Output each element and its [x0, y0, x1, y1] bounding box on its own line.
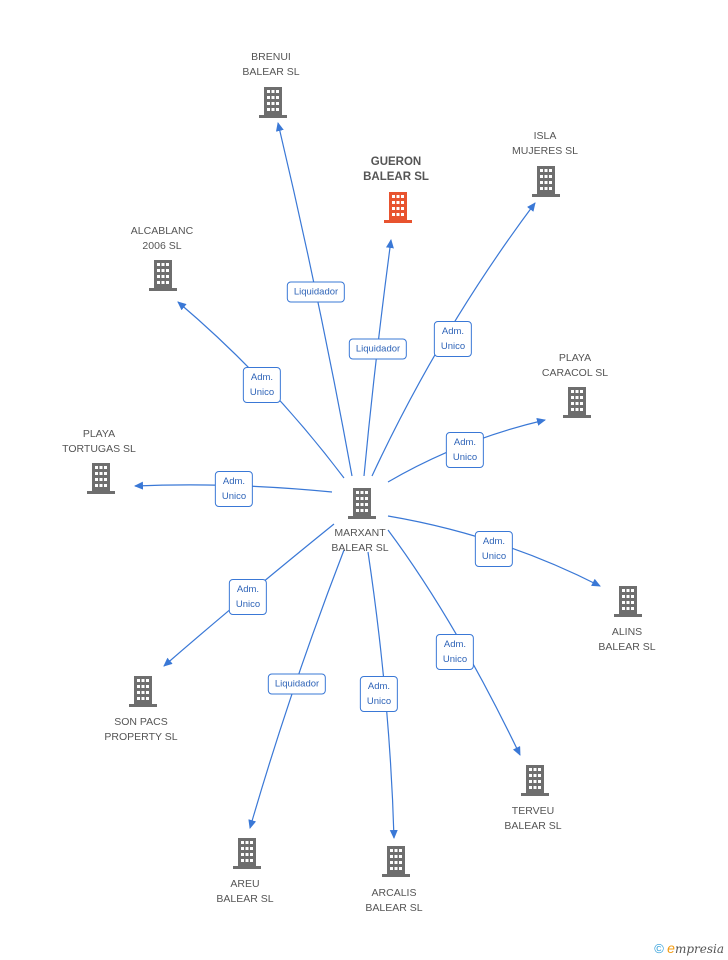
- company-name-line: ARCALIS: [371, 887, 417, 899]
- company-name-line: BALEAR SL: [365, 902, 423, 914]
- company-name-line: BALEAR SL: [504, 820, 562, 832]
- building-icon[interactable]: [614, 586, 642, 617]
- edge-label-gueron[interactable]: Liquidador: [348, 338, 408, 360]
- edge-label-text: Unico: [235, 599, 261, 610]
- building-icon[interactable]: [563, 387, 591, 418]
- company-name-line: PLAYA: [558, 352, 592, 364]
- building-icon[interactable]: [259, 87, 287, 118]
- edge-label-text: Unico: [481, 551, 507, 562]
- company-name-line: ALCABLANC: [130, 225, 194, 237]
- company-name-line: BALEAR SL: [242, 66, 300, 78]
- edge-label-text: Adm.: [250, 372, 274, 383]
- company-name-line: BALEAR SL: [363, 171, 429, 183]
- edge-label-tortugas[interactable]: Adm. Unico: [214, 471, 254, 507]
- building-icon[interactable]: [384, 192, 412, 223]
- company-name-line: BRENUI: [251, 51, 291, 63]
- company-name-line: BALEAR SL: [216, 893, 274, 905]
- building-icon[interactable]: [382, 846, 410, 877]
- edge-label-text: Adm.: [367, 681, 391, 692]
- edge-label-text: Unico: [366, 696, 392, 707]
- company-name-alins[interactable]: ALINS BALEAR SL: [598, 625, 655, 655]
- company-name-line: ALINS: [611, 626, 643, 638]
- company-name-areu[interactable]: AREU BALEAR SL: [216, 877, 273, 907]
- company-name-line: TERVEU: [511, 805, 555, 817]
- edge-label-text: Adm.: [236, 584, 260, 595]
- company-name-caracol[interactable]: PLAYA CARACOL SL: [542, 351, 608, 381]
- copyright-symbol: ©: [654, 941, 664, 956]
- building-icon[interactable]: [521, 765, 549, 796]
- edge-label-text: Unico: [452, 452, 478, 463]
- edge-label-text: Liquidador: [355, 343, 401, 355]
- edge-label-text: Adm.: [222, 476, 246, 487]
- edge-label-areu[interactable]: Liquidador: [267, 673, 327, 695]
- edge-label-text: Liquidador: [274, 678, 320, 690]
- edge-label-text: Adm.: [441, 326, 465, 337]
- building-icon[interactable]: [233, 838, 261, 869]
- company-name-line: PLAYA: [82, 428, 116, 440]
- edge-label-text: Adm.: [443, 639, 467, 650]
- edge-label-text: Unico: [249, 387, 275, 398]
- company-name-line: SON PACS: [114, 716, 168, 728]
- building-icon[interactable]: [149, 260, 177, 291]
- edge-label-text: Unico: [442, 654, 468, 665]
- edge-label-sonpacs[interactable]: Adm. Unico: [228, 579, 268, 615]
- building-icon[interactable]: [348, 488, 376, 519]
- company-name-gueron[interactable]: GUERON BALEAR SL: [363, 155, 429, 185]
- company-name-line: CARACOL SL: [541, 367, 609, 379]
- edge-label-alcablanc[interactable]: Adm. Unico: [242, 367, 282, 403]
- building-icon[interactable]: [532, 166, 560, 197]
- edge-label-arcalis[interactable]: Adm. Unico: [359, 676, 399, 712]
- edge-label-text: Liquidador: [293, 286, 339, 298]
- company-name-line: BALEAR SL: [598, 641, 656, 653]
- brand-logo-text: mpresia: [674, 942, 724, 956]
- company-name-tortugas[interactable]: PLAYA TORTUGAS SL: [62, 427, 136, 457]
- edge-label-alins[interactable]: Adm. Unico: [474, 531, 514, 567]
- edge-label-brenui[interactable]: Liquidador: [286, 281, 346, 303]
- company-name-line: MUJERES SL: [512, 145, 578, 157]
- company-name-alcablanc[interactable]: ALCABLANC 2006 SL: [131, 224, 193, 254]
- building-icon[interactable]: [87, 463, 115, 494]
- edge-marxant-to-terveu: [387, 529, 521, 756]
- edge-label-text: Adm.: [453, 437, 477, 448]
- company-name-marxant[interactable]: MARXANT BALEAR SL: [331, 526, 388, 556]
- edge-label-caracol[interactable]: Adm. Unico: [445, 432, 485, 468]
- company-name-line: BALEAR SL: [331, 542, 389, 554]
- company-name-line: 2006 SL: [142, 240, 182, 252]
- company-name-terveu[interactable]: TERVEU BALEAR SL: [504, 804, 561, 834]
- company-name-line: TORTUGAS SL: [62, 443, 136, 455]
- company-name-line: AREU: [230, 878, 260, 890]
- company-name-sonpacs[interactable]: SON PACS PROPERTY SL: [104, 715, 177, 745]
- edge-label-terveu[interactable]: Adm. Unico: [435, 634, 475, 670]
- edge-label-text: Adm.: [482, 536, 506, 547]
- company-name-brenui[interactable]: BRENUI BALEAR SL: [242, 50, 299, 80]
- edge-label-isla[interactable]: Adm. Unico: [433, 321, 473, 357]
- company-name-line: PROPERTY SL: [104, 731, 178, 743]
- edge-label-text: Unico: [440, 341, 466, 352]
- company-name-isla[interactable]: ISLA MUJERES SL: [512, 129, 578, 159]
- company-name-line: ISLA: [533, 130, 557, 142]
- company-name-line: GUERON: [370, 156, 422, 168]
- brand-logo-initial: e: [667, 940, 675, 956]
- company-name-arcalis[interactable]: ARCALIS BALEAR SL: [365, 886, 422, 916]
- edge-label-text: Unico: [221, 491, 247, 502]
- company-name-line: MARXANT: [334, 527, 386, 539]
- footer-brand: © empresia: [654, 940, 724, 956]
- building-icon[interactable]: [129, 676, 157, 707]
